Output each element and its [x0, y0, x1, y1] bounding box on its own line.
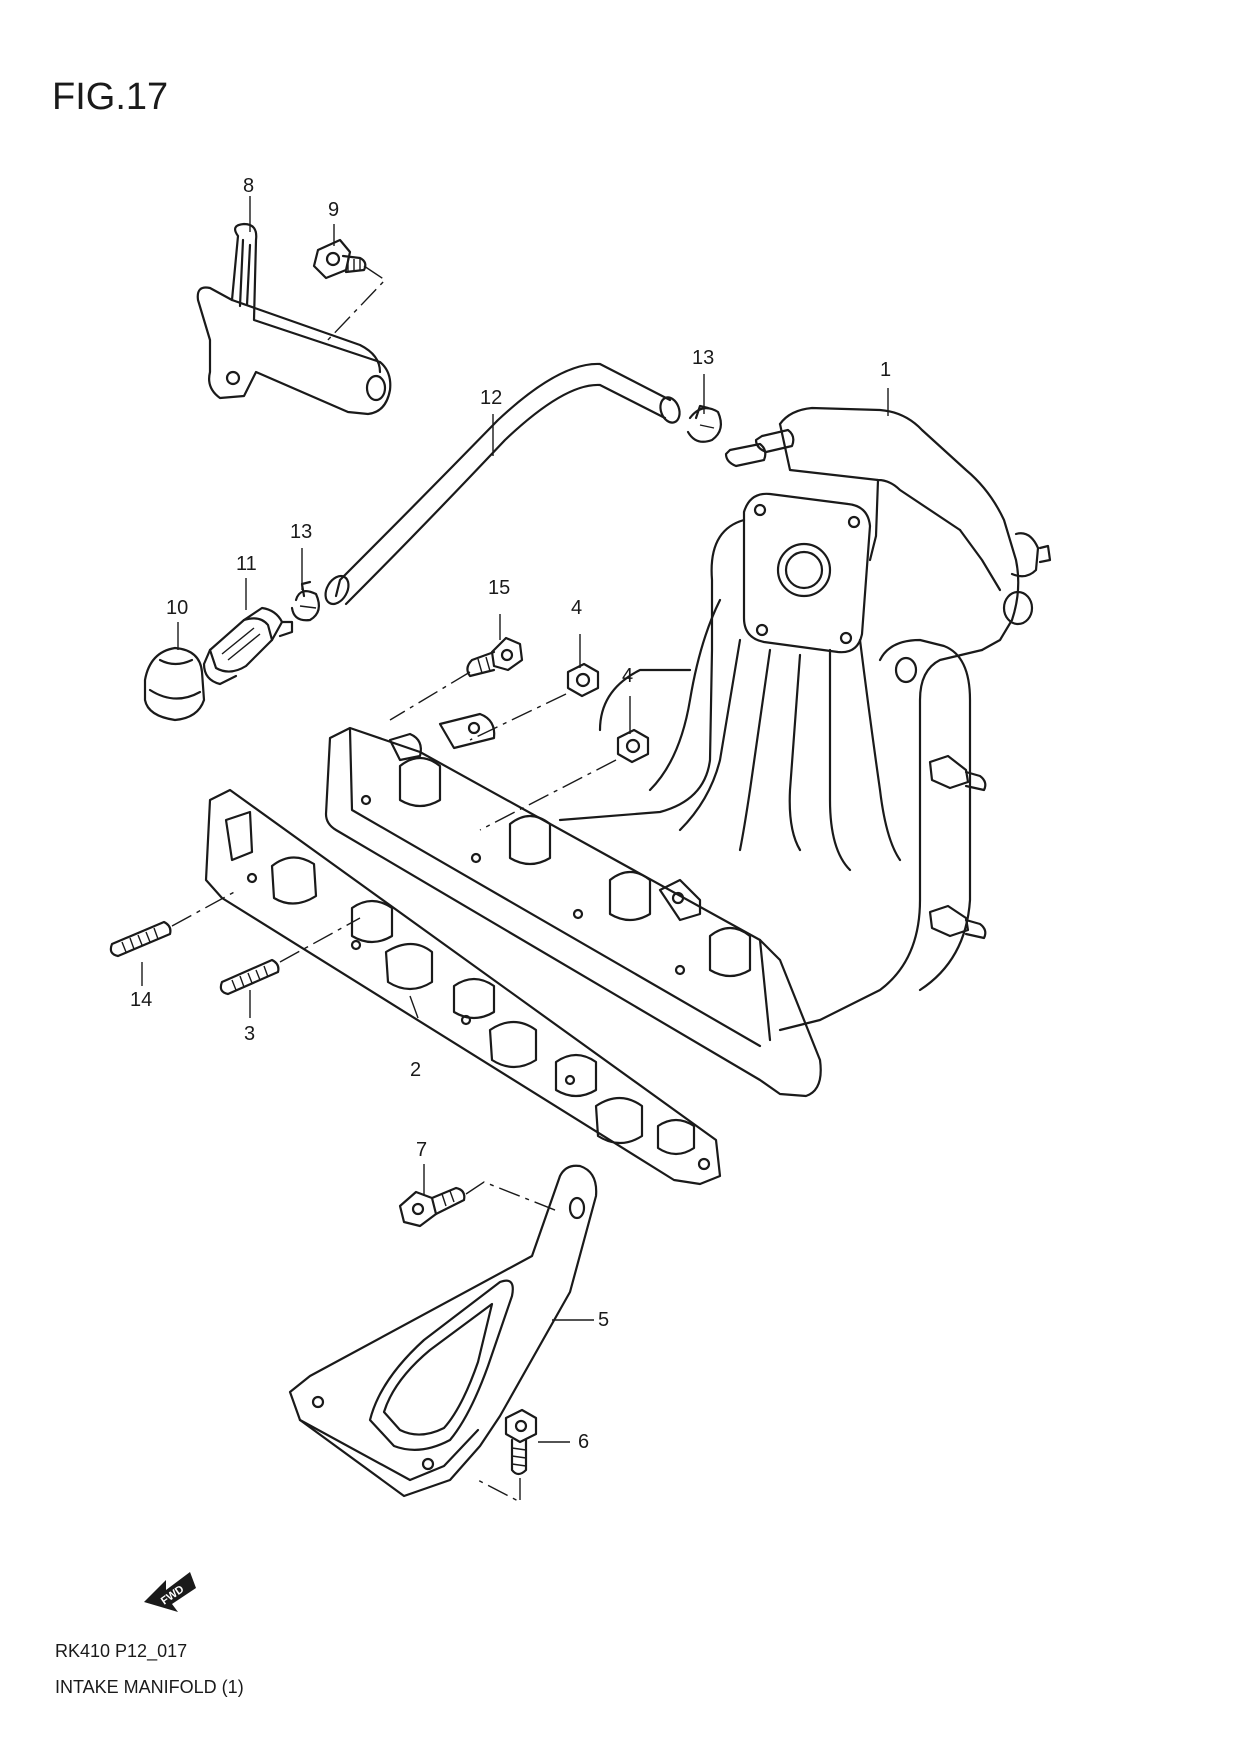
nut-upper-part	[469, 662, 600, 741]
clamp-upper-part	[686, 404, 723, 443]
callout-8: 8	[243, 175, 254, 197]
callout-4-lower: 4	[622, 665, 633, 687]
callout-15: 15	[488, 577, 510, 599]
figure-caption: INTAKE MANIFOLD (1)	[55, 1677, 244, 1697]
fwd-arrow-icon: FWD	[144, 1572, 196, 1612]
nut-lower-part	[479, 728, 650, 831]
bolt-9-part	[312, 238, 387, 344]
callout-13-upper: 13	[692, 347, 714, 369]
figure-footer: RK410 P12_017 INTAKE MANIFOLD (1)	[55, 1633, 244, 1705]
bolt-15-part	[389, 636, 524, 721]
figure-title: FIG.17	[52, 76, 169, 118]
manifold-gasket-part	[204, 788, 722, 1186]
callout-1: 1	[880, 359, 891, 381]
callout-11: 11	[236, 553, 257, 575]
bolt-6-part	[473, 1408, 538, 1504]
leader-lines	[141, 196, 889, 1443]
stud-14-part	[109, 889, 239, 958]
lower-bracket-part	[288, 1164, 598, 1498]
callout-13-lower: 13	[290, 521, 312, 543]
upper-bracket-part	[196, 222, 392, 416]
pcv-valve-part	[202, 606, 294, 686]
callout-14: 14	[130, 989, 152, 1011]
callout-10: 10	[166, 597, 188, 619]
callout-6: 6	[578, 1431, 589, 1453]
clamp-lower-part	[290, 580, 321, 622]
callout-12: 12	[480, 387, 502, 409]
callout-3: 3	[244, 1023, 255, 1045]
intake-manifold-part	[324, 406, 1052, 1098]
callout-9: 9	[328, 199, 339, 221]
cap-part	[143, 646, 206, 722]
stud-3-part	[219, 917, 361, 996]
callout-labels: 1 2 3 4 4 5 6 7 8 9 10 11 12 13 13 14 15	[130, 175, 891, 1453]
figure-code: RK410 P12_017	[55, 1641, 188, 1661]
callout-7: 7	[416, 1139, 427, 1161]
callout-2: 2	[410, 1059, 421, 1081]
callout-4-upper: 4	[571, 597, 582, 619]
bolt-7-part	[398, 1181, 561, 1228]
callout-5: 5	[598, 1309, 609, 1331]
